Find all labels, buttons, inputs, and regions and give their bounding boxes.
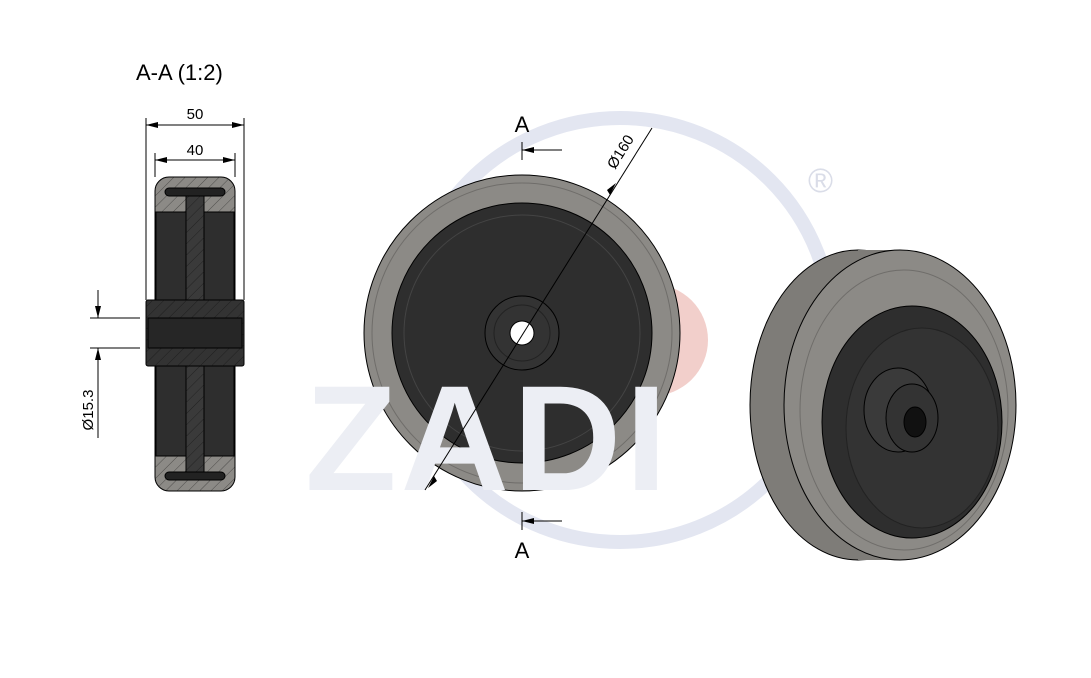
section-label-bottom: A	[515, 538, 530, 563]
watermark-logo: ZADI	[305, 354, 671, 522]
dim-overall-width: 50	[187, 106, 204, 123]
dim-bore: Ø15.3	[80, 390, 97, 431]
dim-diameter: Ø160	[604, 132, 638, 172]
section-label-top: A	[515, 112, 530, 137]
perspective-view	[749, 249, 1017, 561]
front-view	[363, 174, 681, 492]
dim-tread-width: 40	[187, 142, 204, 159]
section-view: A-A (1:2) 50 40 Ø15.3	[80, 60, 245, 492]
registered-mark: ®	[808, 162, 833, 200]
section-title: A-A (1:2)	[136, 60, 223, 85]
